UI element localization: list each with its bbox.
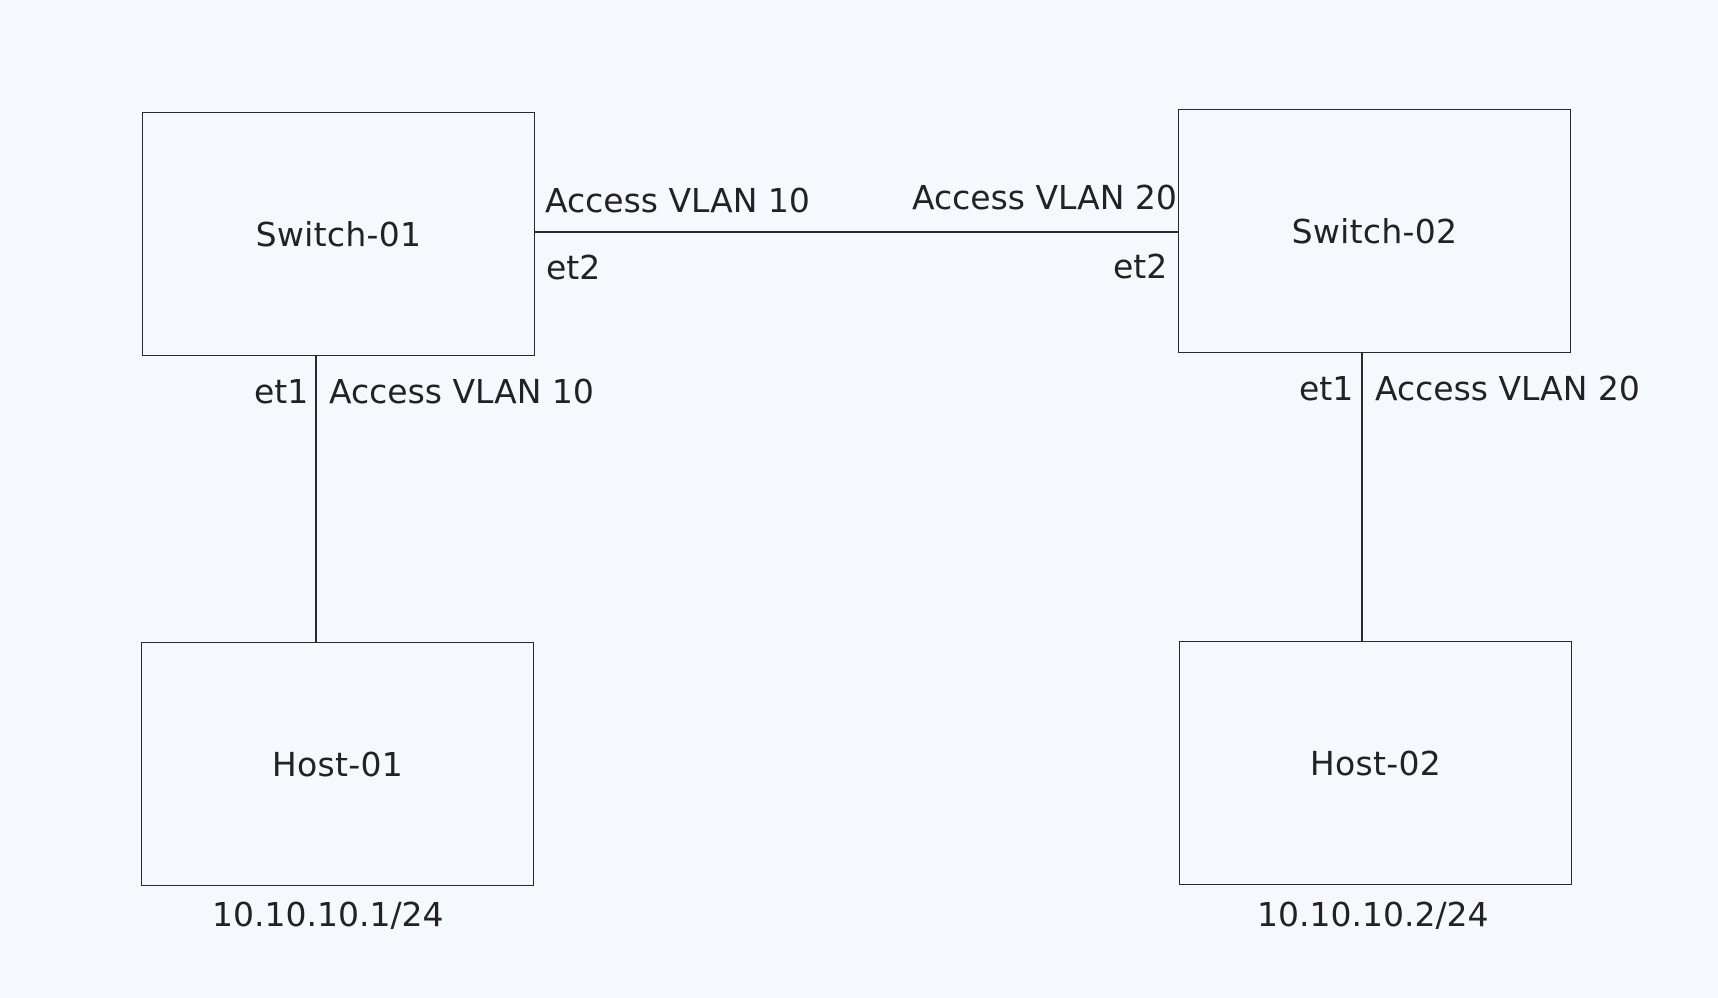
switch-02-node[interactable]: Switch-02	[1178, 109, 1571, 353]
switch-02-host-mode: Access VLAN 20	[1375, 369, 1640, 408]
host-01-node[interactable]: Host-01	[141, 642, 534, 886]
switch-01-uplink-port: et2	[546, 248, 601, 287]
switch-02-label: Switch-02	[1291, 211, 1458, 251]
link-switch1-host1	[315, 354, 317, 644]
host-01-ip: 10.10.10.1/24	[212, 895, 444, 934]
switch-02-uplink-mode: Access VLAN 20	[912, 178, 1177, 217]
host-01-label: Host-01	[271, 744, 404, 784]
host-02-label: Host-02	[1309, 743, 1442, 783]
switch-02-uplink-port: et2	[1113, 247, 1168, 286]
host-02-node[interactable]: Host-02	[1179, 641, 1572, 885]
switch-01-label: Switch-01	[255, 214, 422, 254]
host-02-ip: 10.10.10.2/24	[1257, 895, 1489, 934]
link-switch2-host2	[1361, 352, 1363, 642]
switch-01-host-mode: Access VLAN 10	[329, 372, 594, 411]
switch-01-node[interactable]: Switch-01	[142, 112, 535, 356]
switch-02-host-port: et1	[1299, 369, 1354, 408]
switch-01-host-port: et1	[254, 372, 309, 411]
link-switch1-switch2	[535, 231, 1179, 233]
switch-01-uplink-mode: Access VLAN 10	[545, 181, 810, 220]
